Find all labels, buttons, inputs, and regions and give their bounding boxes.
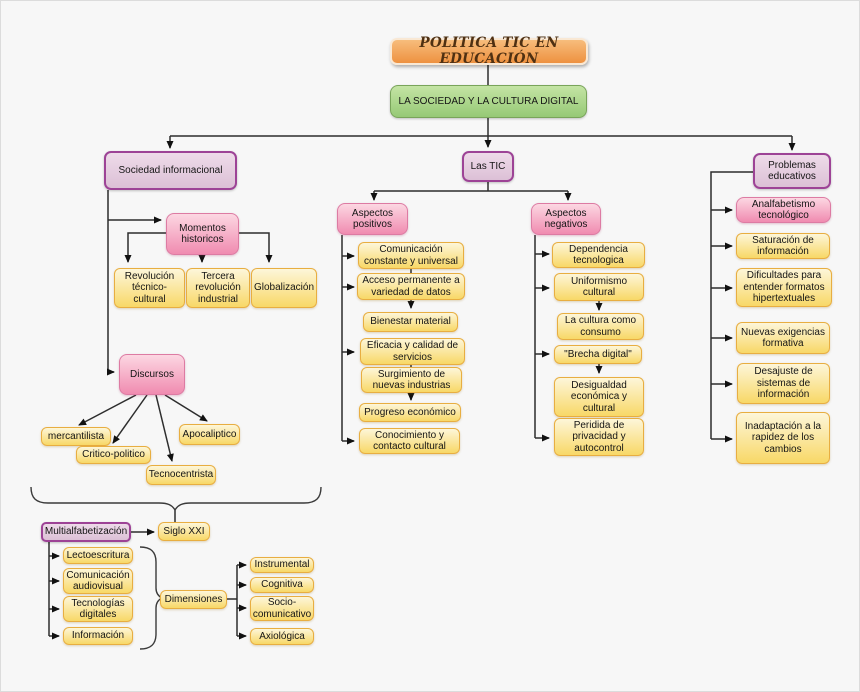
node-dependencia-tecnologica: Dependencia tecnologica bbox=[552, 242, 645, 268]
node-las-tic: Las TIC bbox=[462, 151, 514, 182]
node-sociedad-cultura-digital: LA SOCIEDAD Y LA CULTURA DIGITAL bbox=[390, 85, 587, 118]
node-tercera-revolucion-industrial: Tercera revolución industrial bbox=[186, 268, 250, 308]
node-critico-politico: Critico-politico bbox=[76, 446, 151, 464]
node-bienestar-material: Bienestar material bbox=[363, 312, 458, 332]
node-aspectos-negativos: Aspectos negativos bbox=[531, 203, 601, 235]
node-eficacia-calidad-servicios: Eficacia y calidad de servicios bbox=[360, 338, 465, 365]
node-comunicacion-audiovisual: Comunicación audiovisual bbox=[63, 568, 133, 594]
node-conocimiento-contacto-cultural: Conocimiento y contacto cultural bbox=[359, 428, 460, 454]
node-axiologica: Axiológica bbox=[250, 628, 314, 645]
node-politica-tic-title: POLITICA TIC EN EDUCACIÓN bbox=[390, 35, 588, 66]
node-momentos-historicos: Momentos historicos bbox=[166, 213, 239, 255]
node-mercantilista: mercantilista bbox=[41, 427, 111, 446]
node-desigualdad-economica: Desigualdad económica y cultural bbox=[554, 377, 644, 417]
node-tecnologias-digitales: Tecnologías digitales bbox=[63, 596, 133, 622]
node-siglo-xxi: Siglo XXI bbox=[158, 522, 210, 541]
node-informacion: Información bbox=[63, 627, 133, 645]
node-progreso-economico: Progreso económico bbox=[359, 403, 461, 422]
node-sociedad-informacional: Sociedad informacional bbox=[104, 151, 237, 190]
node-acceso-permanente: Acceso permanente a variedad de datos bbox=[357, 273, 465, 300]
node-apocaliptico: Apocaliptico bbox=[179, 424, 240, 445]
node-cultura-como-consumo: La cultura como consumo bbox=[557, 313, 644, 340]
node-discursos: Discursos bbox=[119, 354, 185, 395]
node-brecha-digital: "Brecha digital" bbox=[554, 345, 642, 364]
node-inadaptacion-rapidez-cambios: Inadaptación a la rapidez de los cambios bbox=[736, 412, 830, 464]
node-socio-comunicativo: Socio-comunicativo bbox=[250, 596, 314, 621]
node-uniformismo-cultural: Uniformismo cultural bbox=[554, 273, 644, 301]
node-surgimiento-nuevas-industrias: Surgimiento de nuevas industrias bbox=[361, 367, 462, 393]
node-nuevas-exigencias-formativa: Nuevas exigencias formativa bbox=[736, 322, 830, 354]
node-perdida-privacidad: Peridida de privacidad y autocontrol bbox=[554, 418, 644, 456]
node-lectoescritura: Lectoescritura bbox=[63, 547, 133, 564]
node-instrumental: Instrumental bbox=[250, 557, 314, 573]
node-dimensiones: Dimensiones bbox=[160, 590, 227, 609]
node-globalizacion: Globalización bbox=[251, 268, 317, 308]
node-multialfabetizacion: Multialfabetización bbox=[41, 522, 131, 542]
node-revolucion-tecnico-cultural: Revolución técnico-cultural bbox=[114, 268, 185, 308]
node-comunicacion-constante: Comunicación constante y universal bbox=[358, 242, 464, 269]
node-dificultades-formatos-hipertextuales: Dificultades para entender formatos hipe… bbox=[736, 268, 832, 307]
node-problemas-educativos: Problemas educativos bbox=[753, 153, 831, 189]
node-saturacion-informacion: Saturación de información bbox=[736, 233, 830, 259]
node-analfabetismo-tecnologico: Analfabetismo tecnológico bbox=[736, 197, 831, 223]
node-aspectos-positivos: Aspectos positivos bbox=[337, 203, 408, 235]
node-tecnocentrista: Tecnocentrista bbox=[146, 465, 216, 485]
node-cognitiva: Cognitiva bbox=[250, 577, 314, 593]
node-desajuste-sistemas: Desajuste de sistemas de información bbox=[737, 363, 830, 404]
